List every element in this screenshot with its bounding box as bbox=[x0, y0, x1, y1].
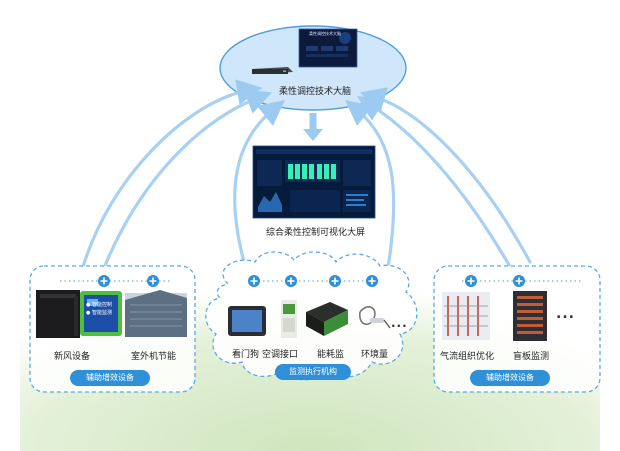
ac-interface-icon bbox=[281, 300, 297, 338]
center-item-watchdog: 看门狗 bbox=[232, 350, 260, 360]
right-item-airflow: 气流组织优化 bbox=[440, 352, 495, 362]
right-group-tag: 辅助增效设备 bbox=[470, 370, 550, 386]
environment-sensor-icon bbox=[359, 306, 391, 329]
middle-title: 综合柔性控制可视化大屏 bbox=[266, 228, 366, 238]
left-group-tag: 辅助增效设备 bbox=[70, 370, 150, 386]
panel-line-monitor: ● 智能监测 bbox=[86, 310, 112, 316]
center-item-environment: 环境量 bbox=[361, 350, 389, 360]
plus-icon bbox=[147, 275, 159, 287]
top-ellipse bbox=[219, 25, 407, 111]
screen-title-text: 柔性调控技术大脑 bbox=[309, 31, 341, 36]
airflow-cabinet-icon bbox=[442, 292, 490, 340]
brain-screen-icon bbox=[298, 28, 358, 68]
plus-icon bbox=[366, 275, 378, 287]
top-title: 柔性调控技术大脑 bbox=[279, 87, 352, 97]
server-icon bbox=[252, 67, 293, 74]
fresh-air-unit-icon bbox=[36, 290, 80, 338]
visualization-screen-icon bbox=[252, 145, 376, 219]
center-item-ac-interface: 空调接口 bbox=[262, 350, 299, 360]
panel-line-control: ● 智能控制 bbox=[86, 302, 112, 308]
left-item-fresh-air: 新风设备 bbox=[54, 352, 91, 362]
watchdog-screen-icon bbox=[228, 306, 266, 336]
center-ellipsis: ... bbox=[391, 316, 408, 330]
outdoor-unit-building-icon bbox=[125, 290, 187, 337]
right-item-blank-panel: 盲板监测 bbox=[513, 352, 550, 362]
left-item-outdoor-unit: 室外机节能 bbox=[131, 352, 177, 362]
plus-icon bbox=[329, 275, 341, 287]
plus-nodes bbox=[98, 275, 525, 287]
energy-meter-icon bbox=[306, 302, 348, 336]
plus-icon bbox=[285, 275, 297, 287]
center-group-tag: 监测执行机构 bbox=[275, 364, 351, 380]
flow-arrows bbox=[80, 79, 532, 272]
plus-icon bbox=[248, 275, 260, 287]
center-item-energy: 能耗监 bbox=[317, 350, 345, 360]
plus-icon bbox=[98, 275, 110, 287]
blank-panel-rack-icon bbox=[513, 291, 547, 341]
plus-icon bbox=[465, 275, 477, 287]
control-panel-icon bbox=[80, 291, 122, 336]
plus-icon bbox=[513, 275, 525, 287]
right-ellipsis: ... bbox=[556, 306, 575, 322]
